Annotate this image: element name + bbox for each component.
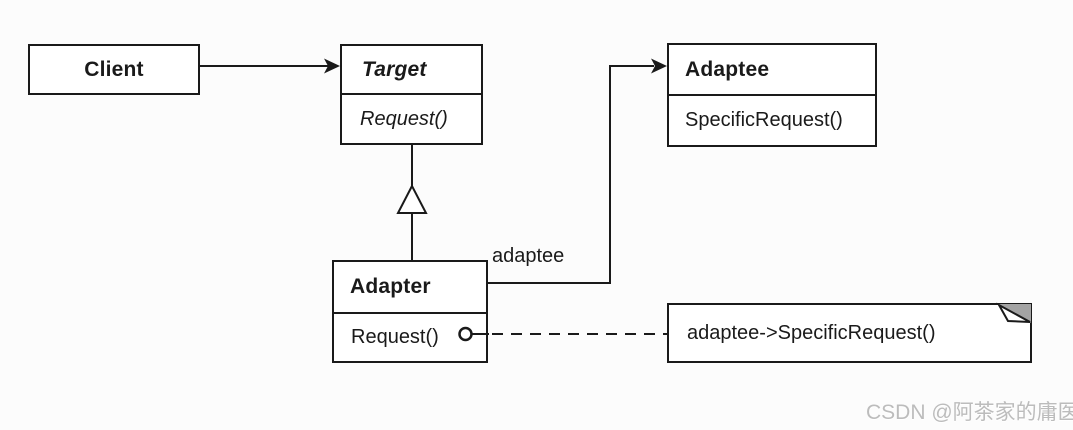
target-class-name: Target (362, 57, 427, 81)
client-class-name: Client (84, 57, 144, 81)
arrowhead-into-adaptee-icon (651, 58, 667, 74)
adapter-class-box: Adapter Request() (332, 260, 488, 363)
adaptee-class-box: Adaptee SpecificRequest() (667, 43, 877, 147)
adapter-method-label: Request() (334, 312, 486, 361)
adapter-class-name: Adapter (350, 275, 431, 298)
watermark-text: CSDN @阿茶家的庸医 (866, 401, 1073, 424)
target-class-box: Target Request() (340, 44, 483, 145)
adaptee-method-label: SpecificRequest() (669, 94, 875, 145)
implementation-note-text: adaptee->SpecificRequest() (687, 321, 936, 344)
implementation-note-box: adaptee->SpecificRequest() (667, 303, 1032, 363)
client-class-box: Client (28, 44, 200, 95)
adaptee-class-name: Adaptee (685, 57, 770, 81)
arrowhead-into-target-icon (324, 58, 340, 74)
inheritance-triangle-icon (396, 183, 428, 214)
target-method-label: Request() (342, 93, 481, 143)
adaptee-role-label: adaptee (492, 245, 565, 267)
